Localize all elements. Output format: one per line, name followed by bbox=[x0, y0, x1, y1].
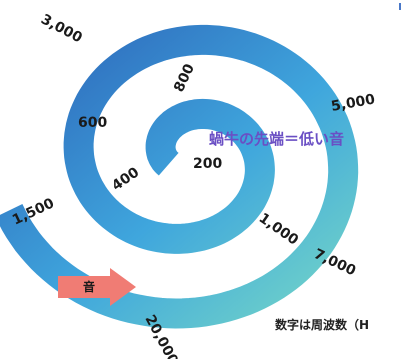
apex-label: 蝸牛の先端＝低い音 bbox=[209, 130, 344, 148]
freq-label-7000: 7,000 bbox=[311, 246, 358, 279]
sound-label: 音 bbox=[83, 279, 95, 294]
unit-note: 数字は周波数（H bbox=[275, 317, 369, 332]
freq-label-3000: 3,000 bbox=[38, 11, 85, 46]
freq-label-5000: 5,000 bbox=[330, 91, 377, 114]
corner-mark bbox=[399, 3, 401, 10]
freq-label-1000: 1,000 bbox=[256, 210, 302, 249]
freq-label-1500: 1,500 bbox=[10, 195, 57, 228]
freq-label-600: 600 bbox=[78, 115, 107, 131]
sound-arrow: 音 bbox=[58, 268, 136, 306]
freq-label-800: 800 bbox=[171, 61, 198, 94]
cochlea-spiral bbox=[0, 24, 359, 329]
arrow-icon bbox=[58, 268, 136, 306]
freq-label-400: 400 bbox=[109, 164, 142, 194]
freq-label-200: 200 bbox=[193, 156, 222, 172]
